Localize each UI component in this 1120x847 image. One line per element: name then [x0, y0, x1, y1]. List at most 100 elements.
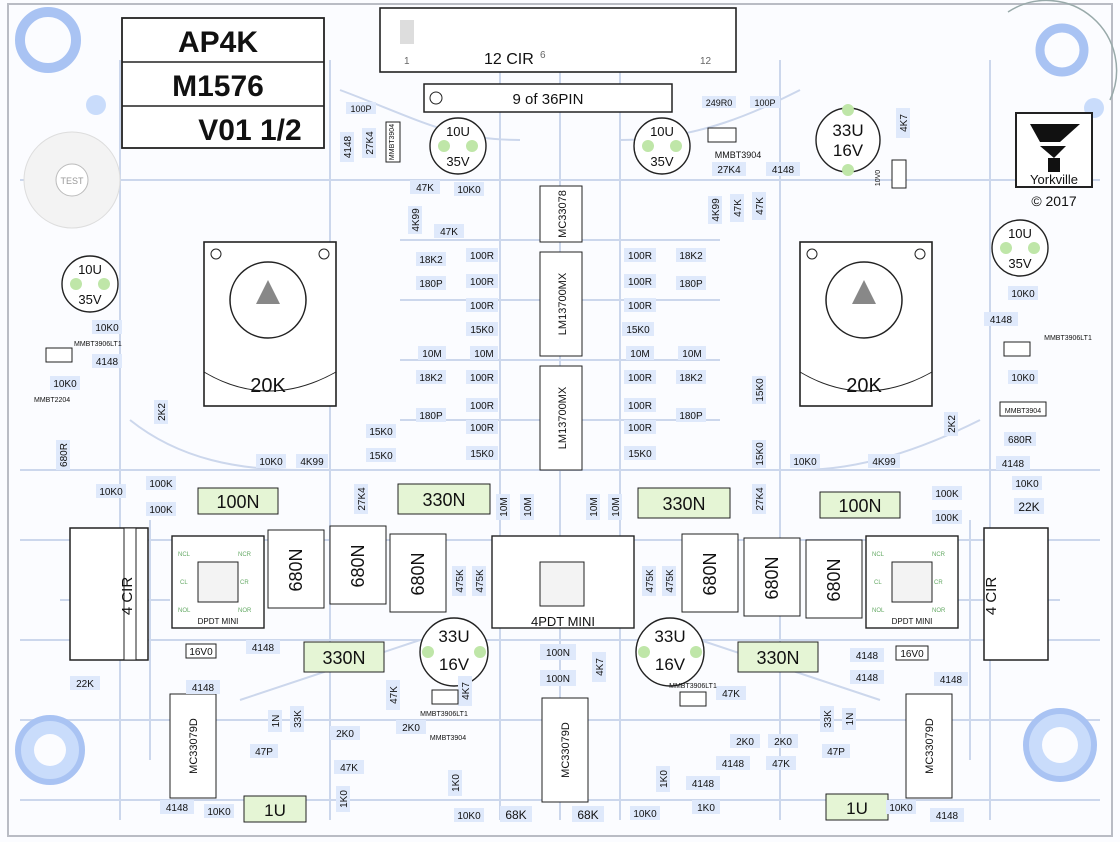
part-680r-left: 680R	[56, 440, 70, 470]
svg-text:100R: 100R	[470, 301, 494, 312]
svg-text:15K0: 15K0	[369, 451, 393, 462]
connector-12-cir: 12 CIR 1 6 12	[379, 7, 737, 73]
part-10k0-k: 10K0	[1008, 370, 1038, 384]
ic-lm13700-a-label: LM13700MX	[557, 272, 569, 335]
svg-text:47K: 47K	[722, 689, 740, 700]
svg-text:10V0: 10V0	[875, 170, 882, 186]
part-4148-m: 4148	[996, 456, 1030, 470]
part-10k0-l: 10K0	[1012, 476, 1042, 490]
part-15k0-h: 15K0	[752, 440, 766, 468]
part-18k2-d: 18K2	[676, 370, 706, 384]
part-100r-2: 100R	[466, 274, 498, 288]
svg-text:10M: 10M	[630, 349, 649, 360]
part-q3904-a: MMBT3904	[707, 127, 761, 160]
svg-text:100R: 100R	[628, 251, 652, 262]
svg-text:10M: 10M	[422, 349, 441, 360]
svg-text:2K0: 2K0	[402, 723, 420, 734]
mounting-hole-top-right	[1035, 23, 1089, 77]
cap-1u-right: 1U	[846, 799, 868, 818]
part-100r-1: 100R	[466, 248, 498, 262]
connector-12-label: 12 CIR	[484, 51, 534, 68]
svg-text:47K: 47K	[389, 686, 400, 704]
test-label: TEST	[60, 176, 84, 186]
part-100r-9: 100R	[624, 298, 656, 312]
part-18k2-b: 18K2	[416, 370, 446, 384]
part-4148-k: 4148	[930, 808, 964, 822]
switch-center-label: 4PDT MINI	[531, 614, 595, 629]
sw-right-nor: NOR	[932, 608, 946, 614]
svg-text:10K0: 10K0	[793, 457, 817, 468]
cap-5-voltage: 35V	[1008, 256, 1031, 271]
svg-text:100R: 100R	[628, 401, 652, 412]
part-475k-a: 475K	[452, 566, 466, 596]
part-4148-f: 4148	[686, 776, 720, 790]
svg-text:4K99: 4K99	[711, 198, 722, 222]
part-2k0-a: 2K0	[330, 726, 360, 740]
part-10k0-e: 10K0	[96, 484, 126, 498]
svg-text:18K2: 18K2	[419, 373, 443, 384]
sw-left-cr: CR	[240, 580, 249, 586]
svg-text:10K0: 10K0	[889, 803, 913, 814]
part-10k0-a: 10K0	[454, 182, 484, 196]
part-33k-b: 33K	[820, 706, 834, 732]
svg-text:4K7: 4K7	[595, 658, 606, 676]
svg-text:1K0: 1K0	[659, 770, 670, 788]
svg-text:47P: 47P	[827, 747, 845, 758]
svg-text:680R: 680R	[59, 443, 70, 467]
ic-mc33079-center: MC33079D	[541, 697, 589, 803]
svg-text:16V0: 16V0	[900, 649, 924, 660]
svg-text:475K: 475K	[475, 569, 486, 593]
part-4148-c: 4148	[246, 640, 280, 654]
connector-left-label: 4 CIR	[119, 577, 136, 616]
switch-right-label: DPDT MINI	[892, 617, 933, 626]
svg-text:10M: 10M	[589, 497, 600, 516]
svg-text:4148: 4148	[252, 643, 275, 654]
svg-text:15K0: 15K0	[470, 449, 494, 460]
ic-lm13700-b: LM13700MX	[539, 365, 583, 471]
svg-text:MMBT3904: MMBT3904	[430, 735, 466, 742]
svg-text:10M: 10M	[611, 497, 622, 516]
part-100n-small-b: 100N	[540, 670, 576, 686]
part-100r-4: 100R	[466, 370, 498, 384]
part-2k2-left: 2K2	[154, 400, 168, 424]
svg-text:MMBT3906LT1: MMBT3906LT1	[74, 341, 122, 348]
cap-3-voltage: 16V	[833, 141, 864, 160]
svg-text:2K2: 2K2	[947, 415, 958, 433]
part-10m-d: 10M	[678, 346, 706, 360]
part-33k-a: 33K	[290, 706, 304, 732]
svg-text:100R: 100R	[628, 423, 652, 434]
cap-4-value: 10U	[650, 124, 674, 139]
svg-text:1N: 1N	[271, 715, 282, 728]
smd-parts: 47K 10K0 47K 27K4 4148 249R0 100P 100P M…	[34, 96, 1092, 822]
part-10m-g: 10M	[586, 494, 600, 520]
part-4k99-a: 4K99	[296, 454, 328, 468]
sw-right-ncr: NCR	[932, 552, 946, 558]
part-47k-h: 47K	[752, 192, 766, 220]
ic-lm13700-b-label: LM13700MX	[557, 386, 569, 449]
part-4k7-c: 4K7	[592, 652, 606, 682]
title-board-number: M1576	[172, 70, 264, 103]
board-edge-arc	[1007, 0, 1118, 101]
svg-text:10K0: 10K0	[259, 457, 283, 468]
svg-text:100R: 100R	[470, 423, 494, 434]
cap-7-value: 33U	[654, 627, 685, 646]
ic-mc33079-left: MC33079D	[169, 693, 217, 799]
cap-1u-left: 1U	[264, 801, 286, 820]
connector-4-cir-left: 4 CIR	[69, 527, 149, 661]
part-4148-i: 4148	[850, 670, 884, 684]
svg-text:2K0: 2K0	[336, 729, 354, 740]
part-10k0-j: 10K0	[1008, 286, 1038, 300]
potentiometer-right: 20K	[799, 241, 933, 407]
svg-text:4148: 4148	[1002, 459, 1025, 470]
svg-text:15K0: 15K0	[755, 442, 766, 466]
part-4148-b: 4148	[92, 354, 122, 368]
part-15k0-d: 15K0	[366, 448, 396, 462]
ic-mc33079-right: MC33079D	[905, 693, 953, 799]
part-100k-d: 100K	[932, 510, 962, 524]
part-47p-b: 47P	[822, 744, 850, 758]
svg-text:47K: 47K	[440, 227, 458, 238]
svg-text:15K0: 15K0	[369, 427, 393, 438]
part-100r-10: 100R	[624, 370, 656, 384]
connector-36-label: 9 of 36PIN	[513, 91, 584, 108]
